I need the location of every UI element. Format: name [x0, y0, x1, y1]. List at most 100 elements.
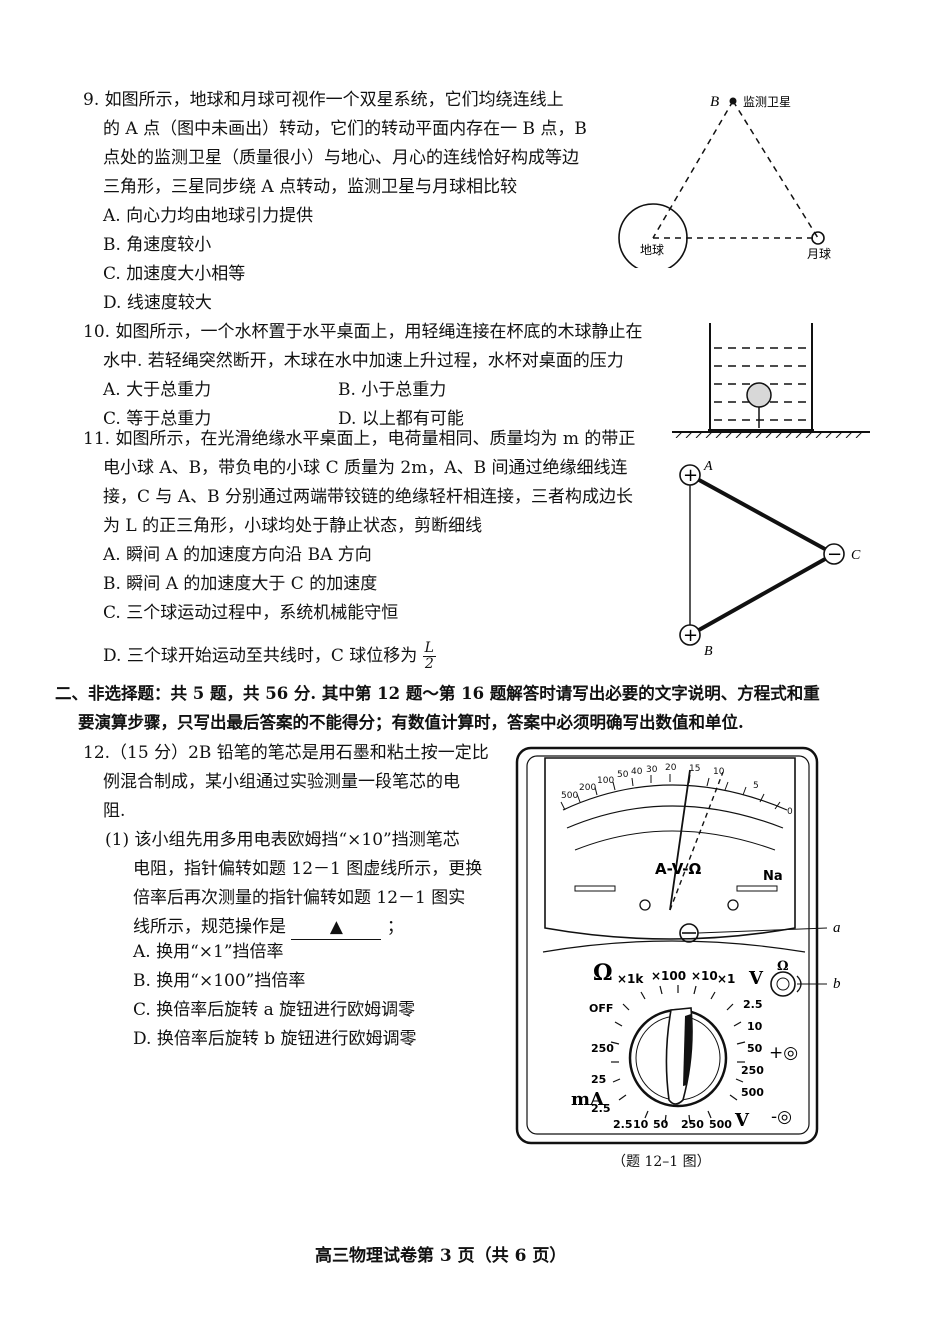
plus-jack: +◎ — [769, 1043, 798, 1063]
multimeter-figure: 500 200 100 50 40 30 20 15 10 5 0 A-V-Ω … — [515, 746, 841, 1145]
q12-line-3: 阻. — [103, 801, 126, 821]
q11-option-b: B. 瞬间 A 的加速度大于 C 的加速度 — [103, 574, 378, 594]
figure-caption: （题 12–1 图） — [612, 1154, 711, 1170]
q10-figure — [672, 323, 870, 438]
q9-option-d: D. 线速度较大 — [103, 293, 212, 313]
bottom-range-10: 10 — [633, 1118, 649, 1131]
point-b-label: B — [710, 94, 719, 110]
q11-option-d: D. 三个球开始运动至共线时，C 球位移为 L 2 — [103, 641, 436, 672]
q12-sub-line-4: 线所示，规范操作是 ▲ ； — [133, 915, 404, 940]
label-a: A — [703, 459, 713, 474]
label-b: B — [704, 644, 713, 659]
q10-line-2: 水中. 若轻绳突然断开，木球在水中加速上升过程，水杯对桌面的压力 — [103, 351, 624, 371]
label-c: C — [851, 548, 861, 563]
left-range-2.5: 2.5 — [591, 1102, 611, 1115]
right-range-250: 250 — [741, 1064, 764, 1077]
q12-sub-line-2: 电阻，指针偏转如题 12－1 图虚线所示，更换 — [133, 859, 483, 879]
ohm-scale-500: 500 — [561, 791, 578, 801]
right-range-10: 10 — [747, 1020, 763, 1033]
section2-line-2: 要演算步骤，只写出最后答案的不能得分；有数值计算时，答案中必须明确写出数值和单位… — [78, 713, 744, 732]
q12-option-b: B. 换用“×100”挡倍率 — [133, 971, 306, 991]
bottom-range-250: 250 — [681, 1118, 704, 1131]
bottom-range-500: 500 — [709, 1118, 732, 1131]
ball-c-sign: − — [827, 544, 842, 565]
range-x1: ×1 — [717, 972, 735, 986]
left-range-250: 250 — [591, 1042, 614, 1055]
q11-option-d-text: D. 三个球开始运动至共线时，C 球位移为 — [103, 646, 418, 666]
v-tilde-label: V — [748, 968, 764, 989]
answer-blank[interactable]: ▲ — [291, 915, 382, 940]
q9-line-2: 的 A 点（图中未画出）转动，它们的转动平面内存在一 B 点，B — [103, 119, 587, 139]
ma-label: mA — [571, 1089, 605, 1110]
satellite-label: 监测卫星 — [743, 95, 791, 109]
ohm-scale-10: 10 — [713, 767, 725, 777]
right-range-500: 500 — [741, 1086, 764, 1099]
right-range-2.5: 2.5 — [743, 998, 763, 1011]
meter-na-label: Na — [763, 869, 783, 884]
q11-figure: + + − A B C — [679, 459, 861, 659]
moon-label: 月球 — [807, 247, 831, 261]
q12-option-d: D. 换倍率后旋转 b 旋钮进行欧姆调零 — [133, 1029, 417, 1049]
q11-option-a: A. 瞬间 A 的加速度方向沿 BA 方向 — [103, 545, 372, 565]
knob-b-icon — [770, 971, 796, 997]
q12-line-1: 12.（15 分）2B 铅笔的笔芯是用石墨和粘土按一定比 — [83, 743, 489, 763]
screw-left-icon — [639, 899, 651, 911]
q12-option-c: C. 换倍率后旋转 a 旋钮进行欧姆调零 — [133, 1000, 416, 1020]
q9-option-b: B. 角速度较小 — [103, 235, 212, 255]
bottom-range-50: 50 — [653, 1118, 669, 1131]
knob-b-ohm: Ω — [777, 959, 789, 974]
knob-a-label: a — [833, 920, 841, 936]
q11-line-1: 11. 如图所示，在光滑绝缘水平桌面上，电荷量相同、质量均为 m 的带正 — [83, 429, 636, 449]
ball-c — [823, 543, 845, 565]
right-range-50: 50 — [747, 1042, 763, 1055]
ohm-scale-200: 200 — [579, 783, 596, 793]
page-footer: 高三物理试卷第 3 页（共 6 页） — [315, 1246, 567, 1266]
q11-line-2: 电小球 A、B，带负电的小球 C 质量为 2m，A、B 间通过绝缘细线连 — [103, 458, 628, 478]
ohm-scale-5: 5 — [753, 781, 759, 791]
needle-dashed — [669, 771, 724, 911]
knob-b-label: b — [833, 976, 841, 992]
q10-option-c: C. 等于总重力 — [103, 409, 212, 429]
fraction-numerator: L — [422, 640, 436, 657]
ohm-scale-20: 20 — [665, 763, 677, 773]
q9-option-c: C. 加速度大小相等 — [103, 264, 246, 284]
q11-option-d-fraction: L 2 — [422, 640, 436, 672]
triangle-marker-icon: ▲ — [329, 917, 343, 937]
q9-line-3: 点处的监测卫星（质量很小）与地心、月心的连线恰好构成等边 — [103, 148, 579, 168]
ball-b — [679, 624, 701, 646]
minus-jack: -◎ — [771, 1107, 792, 1127]
v-label: V — [734, 1110, 750, 1131]
ball-b-sign: + — [683, 625, 698, 646]
range-x1k: ×1k — [617, 972, 644, 986]
ball-a-sign: + — [683, 465, 698, 486]
q11-line-3: 接，C 与 A、B 分别通过两端带铰链的绝缘轻杆相连接，三者构成边长 — [103, 487, 633, 507]
left-range-25: 25 — [591, 1073, 606, 1086]
ohm-scale-30: 30 — [646, 765, 658, 775]
earth-label: 地球 — [640, 243, 664, 257]
q12-blank-suffix: ； — [386, 917, 404, 937]
ohm-scale-15: 15 — [689, 764, 700, 774]
wooden-ball — [746, 382, 772, 408]
q10-option-b: B. 小于总重力 — [338, 380, 447, 400]
moon-circle — [811, 231, 825, 245]
section2-line-1: 二、非选择题：共 5 题，共 56 分. 其中第 12 题～第 16 题解答时请… — [55, 684, 820, 703]
ohm-scale-40: 40 — [631, 767, 643, 777]
q12-sub-line-3: 倍率后再次测量的指针偏转如题 12－1 图实 — [133, 888, 466, 908]
q12-blank-prefix: 线所示，规范操作是 — [133, 917, 286, 937]
ohm-scale-50: 50 — [617, 770, 629, 780]
range-x10: ×10 — [691, 969, 718, 983]
q11-option-c: C. 三个球运动过程中，系统机械能守恒 — [103, 603, 399, 623]
bottom-range-2.5: 2.5 — [613, 1118, 633, 1131]
fraction-denominator: 2 — [424, 656, 434, 672]
ohm-scale-100: 100 — [597, 776, 614, 786]
q9-option-a: A. 向心力均由地球引力提供 — [103, 206, 314, 226]
range-x100: ×100 — [651, 969, 686, 983]
off-label: OFF — [589, 1002, 613, 1015]
q9-line-4: 三角形，三星同步绕 A 点转动，监测卫星与月球相比较 — [103, 177, 518, 197]
ohm-symbol: Ω — [593, 960, 613, 986]
meter-center-label: A-V-Ω — [655, 860, 701, 878]
ball-a — [679, 464, 701, 486]
q12-option-a: A. 换用“×1”挡倍率 — [133, 942, 284, 962]
screw-right-icon — [727, 899, 739, 911]
q11-line-4: 为 L 的正三角形，小球均处于静止状态，剪断细线 — [103, 516, 483, 536]
